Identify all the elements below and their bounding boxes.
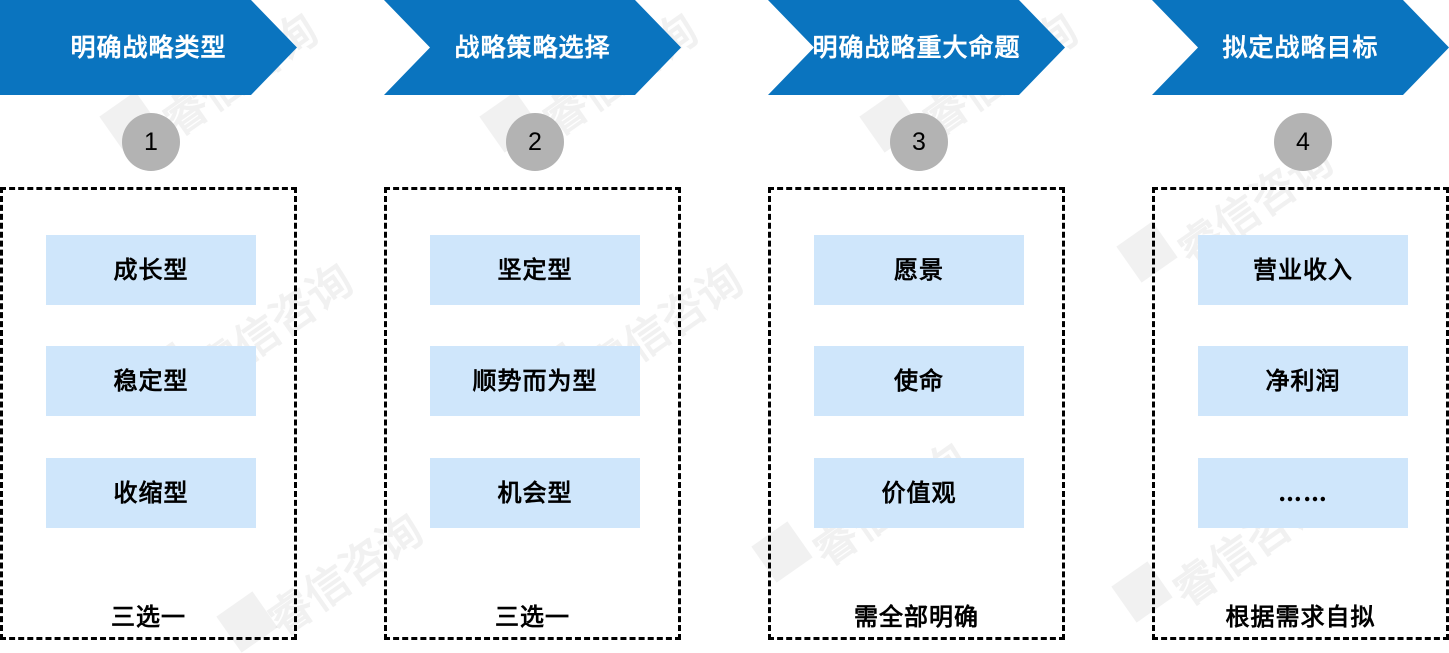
- step-4: 拟定战略目标 4 营业收入 净利润 …… 根据需求自拟: [1152, 0, 1449, 651]
- step-4-footer-note: 根据需求自拟: [1225, 602, 1376, 631]
- step-4-chevron: 拟定战略目标: [1152, 0, 1449, 95]
- step-1: 明确战略类型 1 成长型 稳定型 收缩型 三选一: [0, 0, 297, 651]
- option-item: 营业收入: [1198, 235, 1408, 305]
- option-item: 机会型: [430, 458, 640, 528]
- step-3-number-badge: 3: [890, 113, 948, 171]
- step-3-footer-note: 需全部明确: [854, 602, 979, 631]
- step-4-title: 拟定战略目标: [1222, 33, 1379, 62]
- step-3-title: 明确战略重大命题: [812, 33, 1021, 62]
- step-2: 战略策略选择 2 坚定型 顺势而为型 机会型 三选一: [384, 0, 681, 651]
- chevron-arrow-shape: [1152, 0, 1449, 95]
- step-2-options-box: [384, 187, 681, 640]
- step-2-title: 战略策略选择: [454, 33, 611, 62]
- chevron-arrow-shape: [384, 0, 681, 95]
- option-item: 成长型: [46, 235, 256, 305]
- chevron-arrow-shape: [768, 0, 1065, 95]
- step-2-chevron: 战略策略选择: [384, 0, 681, 95]
- option-item: ……: [1198, 458, 1408, 528]
- step-4-number-badge: 4: [1274, 113, 1332, 171]
- option-item: 顺势而为型: [430, 346, 640, 416]
- chevron-arrow-shape: [0, 0, 297, 95]
- step-2-number-badge: 2: [506, 113, 564, 171]
- step-3: 明确战略重大命题 3 愿景 使命 价值观 需全部明确: [768, 0, 1065, 651]
- step-3-options-box: [768, 187, 1065, 640]
- step-1-footer-note: 三选一: [111, 602, 186, 631]
- step-2-footer-note: 三选一: [495, 602, 570, 631]
- option-item: 坚定型: [430, 235, 640, 305]
- option-item: 收缩型: [46, 458, 256, 528]
- option-item: 使命: [814, 346, 1024, 416]
- step-3-chevron: 明确战略重大命题: [768, 0, 1065, 95]
- step-1-chevron: 明确战略类型: [0, 0, 297, 95]
- option-item: 稳定型: [46, 346, 256, 416]
- step-1-title: 明确战略类型: [70, 33, 227, 62]
- option-item: 净利润: [1198, 346, 1408, 416]
- option-item: 价值观: [814, 458, 1024, 528]
- step-1-number-badge: 1: [122, 113, 180, 171]
- step-4-options-box: [1152, 187, 1449, 640]
- option-item: 愿景: [814, 235, 1024, 305]
- step-1-options-box: [0, 187, 297, 640]
